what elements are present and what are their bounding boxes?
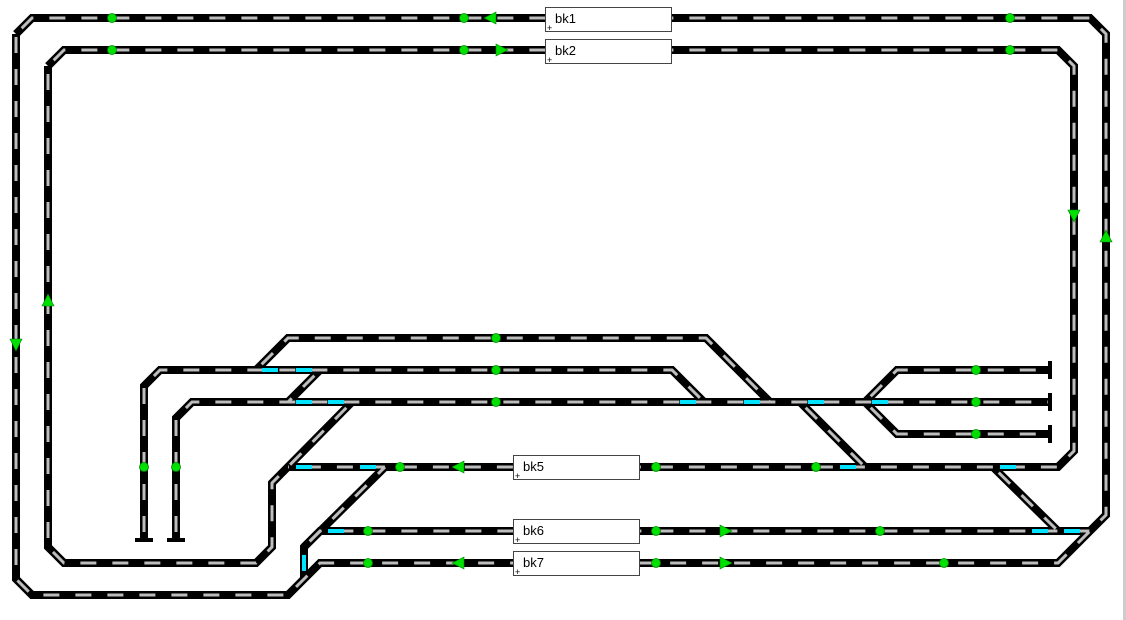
plus-icon: + <box>515 567 521 577</box>
track[interactable] <box>862 366 1050 405</box>
sensor-icon[interactable] <box>139 462 149 472</box>
plus-icon: + <box>547 23 553 33</box>
sensor-icon[interactable] <box>107 45 117 55</box>
plus-icon: + <box>515 471 521 481</box>
signal-arrow-icon[interactable] <box>495 43 509 57</box>
track-sleepers <box>46 66 354 565</box>
track[interactable] <box>172 398 1050 540</box>
sensor-icon[interactable] <box>459 13 469 23</box>
track-sleepers <box>14 16 1108 597</box>
signal-arrow-icon[interactable] <box>451 460 465 474</box>
sensor-icon[interactable] <box>363 526 373 536</box>
sensor-icon[interactable] <box>491 397 501 407</box>
sensor-icon[interactable] <box>651 558 661 568</box>
block-label: bk2 <box>555 43 576 58</box>
track-sleepers <box>991 465 1060 533</box>
track-sleepers <box>863 368 1050 404</box>
signal-arrow-icon[interactable] <box>719 556 733 570</box>
signal-arrow-icon[interactable] <box>1099 229 1113 243</box>
sensor-icon[interactable] <box>971 429 981 439</box>
block-label: bk6 <box>523 523 544 538</box>
track-sleepers <box>302 529 1090 579</box>
track-sleepers <box>46 48 1076 469</box>
sensor-icon[interactable] <box>491 365 501 375</box>
sensor-icon[interactable] <box>171 462 181 472</box>
block-label: bk5 <box>523 459 544 474</box>
sensor-icon[interactable] <box>491 333 501 343</box>
sensor-icon[interactable] <box>811 462 821 472</box>
signal-arrow-icon[interactable] <box>1067 209 1081 223</box>
block-bk1[interactable]: bk1+ <box>545 7 672 33</box>
block-bk5[interactable]: bk5+ <box>513 455 640 481</box>
sensor-icon[interactable] <box>1005 45 1015 55</box>
track-sleepers <box>863 400 1050 436</box>
track[interactable] <box>300 527 1090 579</box>
sensor-icon[interactable] <box>107 13 117 23</box>
track-sleepers <box>302 465 387 549</box>
track-sleepers <box>142 368 706 540</box>
sensor-icon[interactable] <box>1005 13 1015 23</box>
signal-arrow-icon[interactable] <box>41 293 55 307</box>
sensor-icon[interactable] <box>971 365 981 375</box>
sensor-icon[interactable] <box>459 45 469 55</box>
signal-arrow-icon[interactable] <box>9 338 23 352</box>
plus-icon: + <box>515 535 521 545</box>
sensor-icon[interactable] <box>875 526 885 536</box>
block-label: bk7 <box>523 555 544 570</box>
sensor-icon[interactable] <box>395 462 405 472</box>
block-label: bk1 <box>555 11 576 26</box>
plus-icon: + <box>547 55 553 65</box>
block-bk6[interactable]: bk6+ <box>513 519 640 545</box>
track[interactable] <box>44 66 355 567</box>
sensor-icon[interactable] <box>363 558 373 568</box>
track-sleepers <box>286 368 322 404</box>
signal-arrow-icon[interactable] <box>719 524 733 538</box>
block-bk2[interactable]: bk2+ <box>545 39 672 65</box>
sensor-icon[interactable] <box>651 462 661 472</box>
sensor-icon[interactable] <box>651 526 661 536</box>
track-sleepers <box>798 400 867 469</box>
sensor-icon[interactable] <box>971 397 981 407</box>
signal-arrow-icon[interactable] <box>483 11 497 25</box>
window-edge <box>1123 0 1126 620</box>
track-sleepers <box>254 336 772 404</box>
block-bk7[interactable]: bk7+ <box>513 551 640 577</box>
track[interactable] <box>862 399 1050 438</box>
sensor-icon[interactable] <box>939 558 949 568</box>
signal-arrow-icon[interactable] <box>451 556 465 570</box>
